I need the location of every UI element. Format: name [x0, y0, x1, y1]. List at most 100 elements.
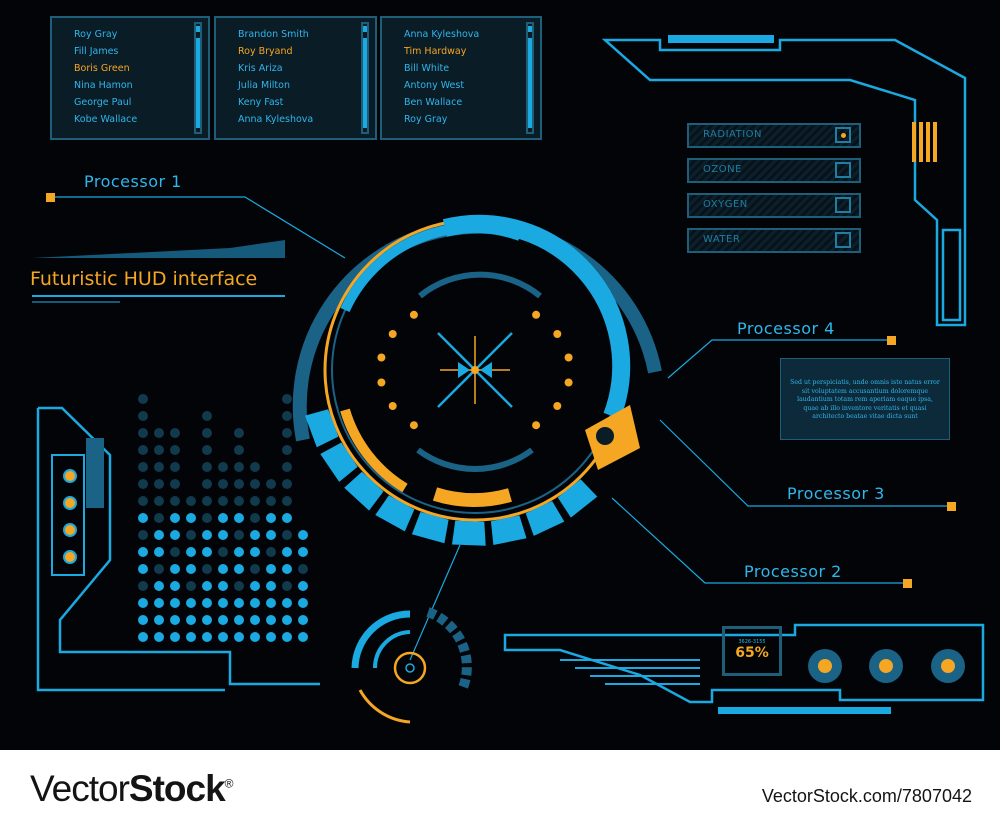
- sensor-label: RADIATION: [703, 129, 763, 140]
- list-item[interactable]: Anna Kyleshova: [238, 114, 314, 125]
- list-item[interactable]: Boris Green: [74, 63, 130, 74]
- matrix-dot: [282, 462, 292, 472]
- list-item[interactable]: Julia Milton: [238, 80, 290, 91]
- list-item[interactable]: Ben Wallace: [404, 97, 463, 108]
- matrix-dot: [138, 513, 148, 523]
- list-item[interactable]: Brandon Smith: [238, 29, 309, 40]
- matrix-dot: [234, 615, 244, 625]
- checkbox-icon[interactable]: [835, 127, 851, 143]
- image-id: VectorStock.com/7807042: [761, 786, 972, 806]
- matrix-dot: [186, 581, 196, 591]
- list-item[interactable]: Keny Fast: [238, 97, 284, 108]
- matrix-dot: [202, 479, 212, 489]
- matrix-dot: [234, 479, 244, 489]
- list-item[interactable]: Fill James: [74, 46, 119, 57]
- matrix-dot: [234, 598, 244, 608]
- matrix-dot: [250, 479, 260, 489]
- dial-segment: [490, 515, 527, 545]
- leader-dot: [887, 336, 896, 345]
- checkbox-icon[interactable]: [835, 162, 851, 178]
- frame-bar: [668, 35, 774, 43]
- matrix-dot: [234, 632, 244, 642]
- sensor-toggle-oxygen[interactable]: OXYGEN: [687, 193, 861, 218]
- list-item[interactable]: Tim Hardway: [404, 46, 467, 57]
- list-item[interactable]: Antony West: [404, 80, 465, 91]
- matrix-dot: [138, 496, 148, 506]
- matrix-dot: [170, 445, 180, 455]
- matrix-dot: [154, 479, 164, 489]
- matrix-dot: [234, 445, 244, 455]
- scrollbar[interactable]: [194, 22, 202, 134]
- checkbox-icon[interactable]: [835, 232, 851, 248]
- matrix-dot: [138, 530, 148, 540]
- matrix-dot: [298, 547, 308, 557]
- matrix-dot: [186, 513, 196, 523]
- matrix-dot: [170, 513, 180, 523]
- matrix-dot: [298, 598, 308, 608]
- matrix-dot: [298, 615, 308, 625]
- list-item[interactable]: Kris Ariza: [238, 63, 283, 74]
- main-dial: [292, 214, 662, 522]
- processor-3-label: Processor 3: [787, 484, 885, 503]
- matrix-dot: [202, 615, 212, 625]
- matrix-dot: [138, 547, 148, 557]
- matrix-dot: [186, 530, 196, 540]
- indicator-lights: [63, 469, 77, 564]
- dial-segment: [525, 501, 565, 536]
- scrollbar[interactable]: [526, 22, 534, 134]
- dial-segment: [557, 479, 598, 518]
- matrix-dot: [202, 564, 212, 574]
- list-item[interactable]: Nina Hamon: [74, 80, 133, 91]
- matrix-dot: [218, 496, 228, 506]
- list-item[interactable]: Roy Bryand: [238, 46, 293, 57]
- title-wedge: [32, 240, 285, 258]
- list-item[interactable]: George Paul: [74, 97, 132, 108]
- dial-segment: [305, 409, 339, 448]
- sensor-toggle-water[interactable]: WATER: [687, 228, 861, 253]
- sensor-toggle-radiation[interactable]: RADIATION: [687, 123, 861, 148]
- matrix-dot: [282, 564, 292, 574]
- list-item[interactable]: Anna Kyleshova: [404, 29, 480, 40]
- dial-dot: [553, 402, 562, 410]
- scrollbar[interactable]: [361, 22, 369, 134]
- matrix-dot: [218, 598, 228, 608]
- list-item[interactable]: Bill White: [404, 63, 450, 74]
- dial-dot: [553, 330, 562, 338]
- percent-readout: 3626-3155 65%: [722, 626, 782, 676]
- dial-segments: [305, 409, 598, 546]
- readout-code: 3626-3155: [738, 639, 766, 645]
- matrix-dot: [186, 564, 196, 574]
- matrix-dot: [234, 581, 244, 591]
- matrix-dot: [234, 462, 244, 472]
- matrix-dot: [170, 462, 180, 472]
- sensor-toggle-ozone[interactable]: OZONE: [687, 158, 861, 183]
- matrix-dot: [218, 547, 228, 557]
- matrix-dot: [266, 564, 276, 574]
- dial-segment: [452, 520, 486, 546]
- matrix-dot: [202, 445, 212, 455]
- matrix-dot: [282, 615, 292, 625]
- dot-matrix-equalizer: [138, 394, 308, 642]
- matrix-dot: [138, 581, 148, 591]
- matrix-dot: [250, 598, 260, 608]
- list-item[interactable]: Kobe Wallace: [74, 114, 138, 125]
- checkbox-icon[interactable]: [835, 197, 851, 213]
- bar-base: [718, 707, 891, 714]
- leader-dot: [947, 502, 956, 511]
- matrix-dot: [138, 445, 148, 455]
- dial-dot: [388, 330, 397, 338]
- matrix-dot: [154, 547, 164, 557]
- list-item[interactable]: Roy Gray: [404, 114, 448, 125]
- matrix-dot: [170, 564, 180, 574]
- matrix-dot: [154, 632, 164, 642]
- matrix-dot: [266, 581, 276, 591]
- hud-graphics: [32, 35, 985, 724]
- list-item[interactable]: Roy Gray: [74, 29, 118, 40]
- dial-dot: [409, 421, 418, 430]
- matrix-dot: [282, 479, 292, 489]
- matrix-dot: [282, 496, 292, 506]
- matrix-dot: [170, 581, 180, 591]
- bar-stripes: [560, 659, 700, 685]
- matrix-dot: [154, 496, 164, 506]
